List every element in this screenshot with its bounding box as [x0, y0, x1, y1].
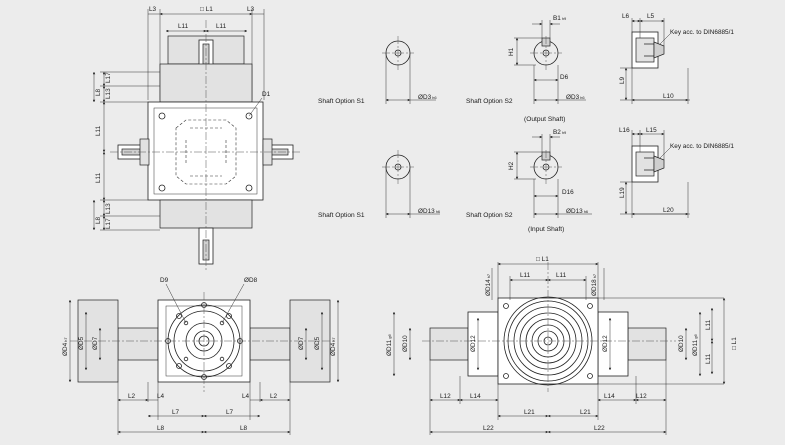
- label-d4-right: ØD4h7: [330, 337, 337, 356]
- dim-l13-top: L13: [105, 88, 112, 99]
- output-l6: L6: [622, 13, 630, 20]
- output-shaft-group: Shaft Option S1 ØD3h6 B1h9 H1 D6 Shaft O…: [318, 13, 734, 123]
- side-dim-l11-top-left: L11: [520, 272, 531, 279]
- dim-l17-top: L17: [105, 72, 112, 83]
- side-d11-left: ØD11g6: [386, 334, 393, 356]
- side-d10-right: ØD10: [678, 335, 685, 352]
- output-s1-label: Shaft Option S1: [318, 98, 365, 105]
- side-d11-right: ØD11g6: [692, 334, 699, 356]
- input-l19: L19: [619, 187, 626, 198]
- dim-l8-left: L8: [157, 425, 165, 432]
- dim-l8-bottom: L8: [95, 216, 102, 224]
- output-s2-b1: B1h9: [553, 15, 567, 22]
- side-d18: ØD18h7: [591, 273, 598, 296]
- dim-l2-left: L2: [128, 393, 136, 400]
- side-dim-l1-right: □ L1: [731, 337, 738, 350]
- dim-l3-left: L3: [149, 6, 157, 13]
- side-dim-l14-right: L14: [604, 393, 615, 400]
- front-view: D9 ØD8 ØD4h7 ØD5 ØD7 ØD4h7 ØD5 ØD7 L2 L4…: [62, 277, 340, 435]
- input-s2-label: Shaft Option S2: [466, 212, 513, 219]
- dim-l11-top-left: L11: [178, 23, 189, 30]
- side-d12-right: ØD12: [602, 335, 609, 352]
- dim-l4-right: L4: [242, 393, 250, 400]
- dim-l8-right: L8: [240, 425, 248, 432]
- label-d4-left: ØD4h7: [62, 337, 69, 356]
- label-d5-left: ØD5: [78, 336, 85, 350]
- label-d1: D1: [262, 91, 271, 98]
- side-view: □ L1 L11 L11 ØD14h7 ØD18h7 ØD11g6 ØD10 Ø…: [386, 256, 738, 435]
- output-s2-label: Shaft Option S2: [466, 98, 513, 105]
- input-l15: L15: [646, 127, 657, 134]
- side-dim-l12-right: L12: [636, 393, 647, 400]
- side-dim-l11-right-top: L11: [705, 319, 712, 330]
- side-dim-l1-top: □ L1: [536, 256, 549, 263]
- dim-l11-left-upper: L11: [95, 125, 102, 136]
- output-l9: L9: [619, 76, 626, 84]
- dim-l1-top: □ L1: [200, 6, 213, 13]
- side-dim-l14-left: L14: [470, 393, 481, 400]
- label-d8: ØD8: [244, 277, 258, 284]
- output-caption: (Output Shaft): [524, 116, 565, 123]
- output-s2-d6: D6: [560, 74, 569, 81]
- output-l5: L5: [647, 13, 655, 20]
- side-d12-left: ØD12: [470, 335, 477, 352]
- side-dim-l22-right: L22: [594, 425, 605, 432]
- input-l16: L16: [619, 127, 630, 134]
- output-s2-d3: ØD3h6: [566, 94, 585, 101]
- dim-l7-left: L7: [172, 409, 180, 416]
- dim-l11-top-right: L11: [216, 23, 227, 30]
- input-l20: L20: [663, 207, 674, 214]
- dim-l11-left-lower: L11: [95, 172, 102, 183]
- side-d14: ØD14h7: [485, 273, 492, 296]
- output-s1-d3: ØD3h6: [418, 94, 437, 101]
- label-d7-right: ØD7: [298, 336, 305, 350]
- input-s2-b2: B2h9: [553, 129, 567, 136]
- input-s1-d13: ØD13h6: [418, 208, 441, 215]
- dim-l8-top: L8: [95, 88, 102, 96]
- dim-l4-left: L4: [157, 393, 165, 400]
- dim-l7-right: L7: [226, 409, 234, 416]
- side-dim-l21-left: L21: [524, 409, 535, 416]
- side-dim-l22-left: L22: [483, 425, 494, 432]
- input-caption: (Input Shaft): [528, 226, 564, 233]
- output-key-note: Key acc. to DIN6885/1: [670, 29, 734, 36]
- input-s2-d16: D16: [562, 189, 574, 196]
- dim-l13-bottom: L13: [105, 203, 112, 214]
- input-s1-label: Shaft Option S1: [318, 212, 365, 219]
- side-dim-l12-left: L12: [440, 393, 451, 400]
- input-key-note: Key acc. to DIN6885/1: [670, 143, 734, 150]
- input-s2-h2: H2: [508, 161, 515, 170]
- side-dim-l21-right: L21: [580, 409, 591, 416]
- label-d9: D9: [160, 277, 169, 284]
- label-d7-left: ØD7: [92, 336, 99, 350]
- top-view: L3 □ L1 L3 L11 L11: [92, 6, 300, 272]
- dim-l17-bottom: L17: [105, 218, 112, 229]
- label-d5-right: ØD5: [314, 336, 321, 350]
- dim-l2-right: L2: [270, 393, 278, 400]
- output-s2-h1: H1: [508, 47, 515, 56]
- side-d10-left: ØD10: [402, 335, 409, 352]
- side-dim-l11-top-right: L11: [556, 272, 567, 279]
- side-dim-l11-right-bottom: L11: [705, 353, 712, 364]
- input-shaft-group: Shaft Option S1 ØD13h6 B2h9 H2 D16 Shaft…: [318, 127, 734, 233]
- dim-l3-right: L3: [247, 6, 255, 13]
- input-s2-d13: ØD13h6: [566, 208, 589, 215]
- output-l10: L10: [663, 93, 674, 100]
